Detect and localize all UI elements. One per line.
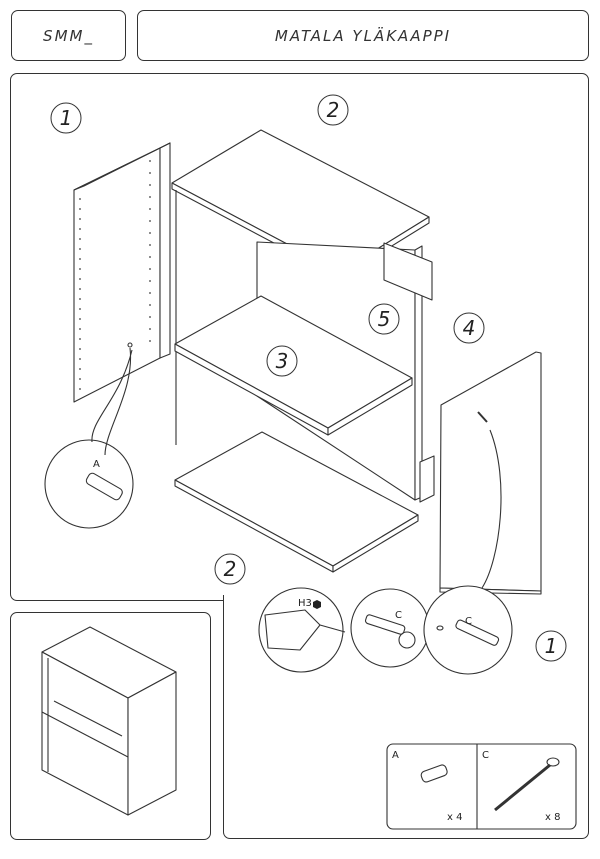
part-c-qty: x 8 (545, 812, 560, 823)
detail-circle-drill (258, 587, 346, 673)
right-side-panel (439, 351, 542, 595)
callout-back: 5 (378, 307, 391, 331)
tool-label: H3 (298, 598, 312, 609)
detail-circle-a (44, 347, 134, 529)
part-c-label: C (482, 750, 489, 761)
callout-side-left: 1 (60, 106, 73, 130)
rail-piece (383, 242, 435, 503)
callout-rail: 4 (463, 316, 476, 340)
detail-circle-screw (350, 588, 430, 668)
parts-box (386, 743, 577, 830)
left-side-panel (73, 142, 171, 403)
code-box: SMM_ (11, 10, 126, 61)
detail-label-c-2: C (465, 616, 472, 627)
detail-circle-screw-2 (423, 429, 513, 675)
cabinet-preview (41, 626, 177, 816)
model-code: SMM_ (43, 26, 94, 45)
title-box: MATALA YLÄKAAPPI (137, 10, 589, 61)
detail-label-c: C (395, 610, 402, 621)
part-a-qty: x 4 (447, 812, 462, 823)
bottom-panel (174, 431, 419, 573)
callout-side-right: 1 (545, 634, 558, 658)
callout-shelf: 3 (276, 349, 289, 373)
detail-label-a: A (93, 459, 100, 470)
part-a-label: A (392, 750, 399, 761)
page-title: MATALA YLÄKAAPPI (274, 26, 452, 45)
callout-bottom: 2 (224, 557, 237, 581)
callout-top: 2 (327, 98, 340, 122)
hex-icon (313, 600, 321, 609)
